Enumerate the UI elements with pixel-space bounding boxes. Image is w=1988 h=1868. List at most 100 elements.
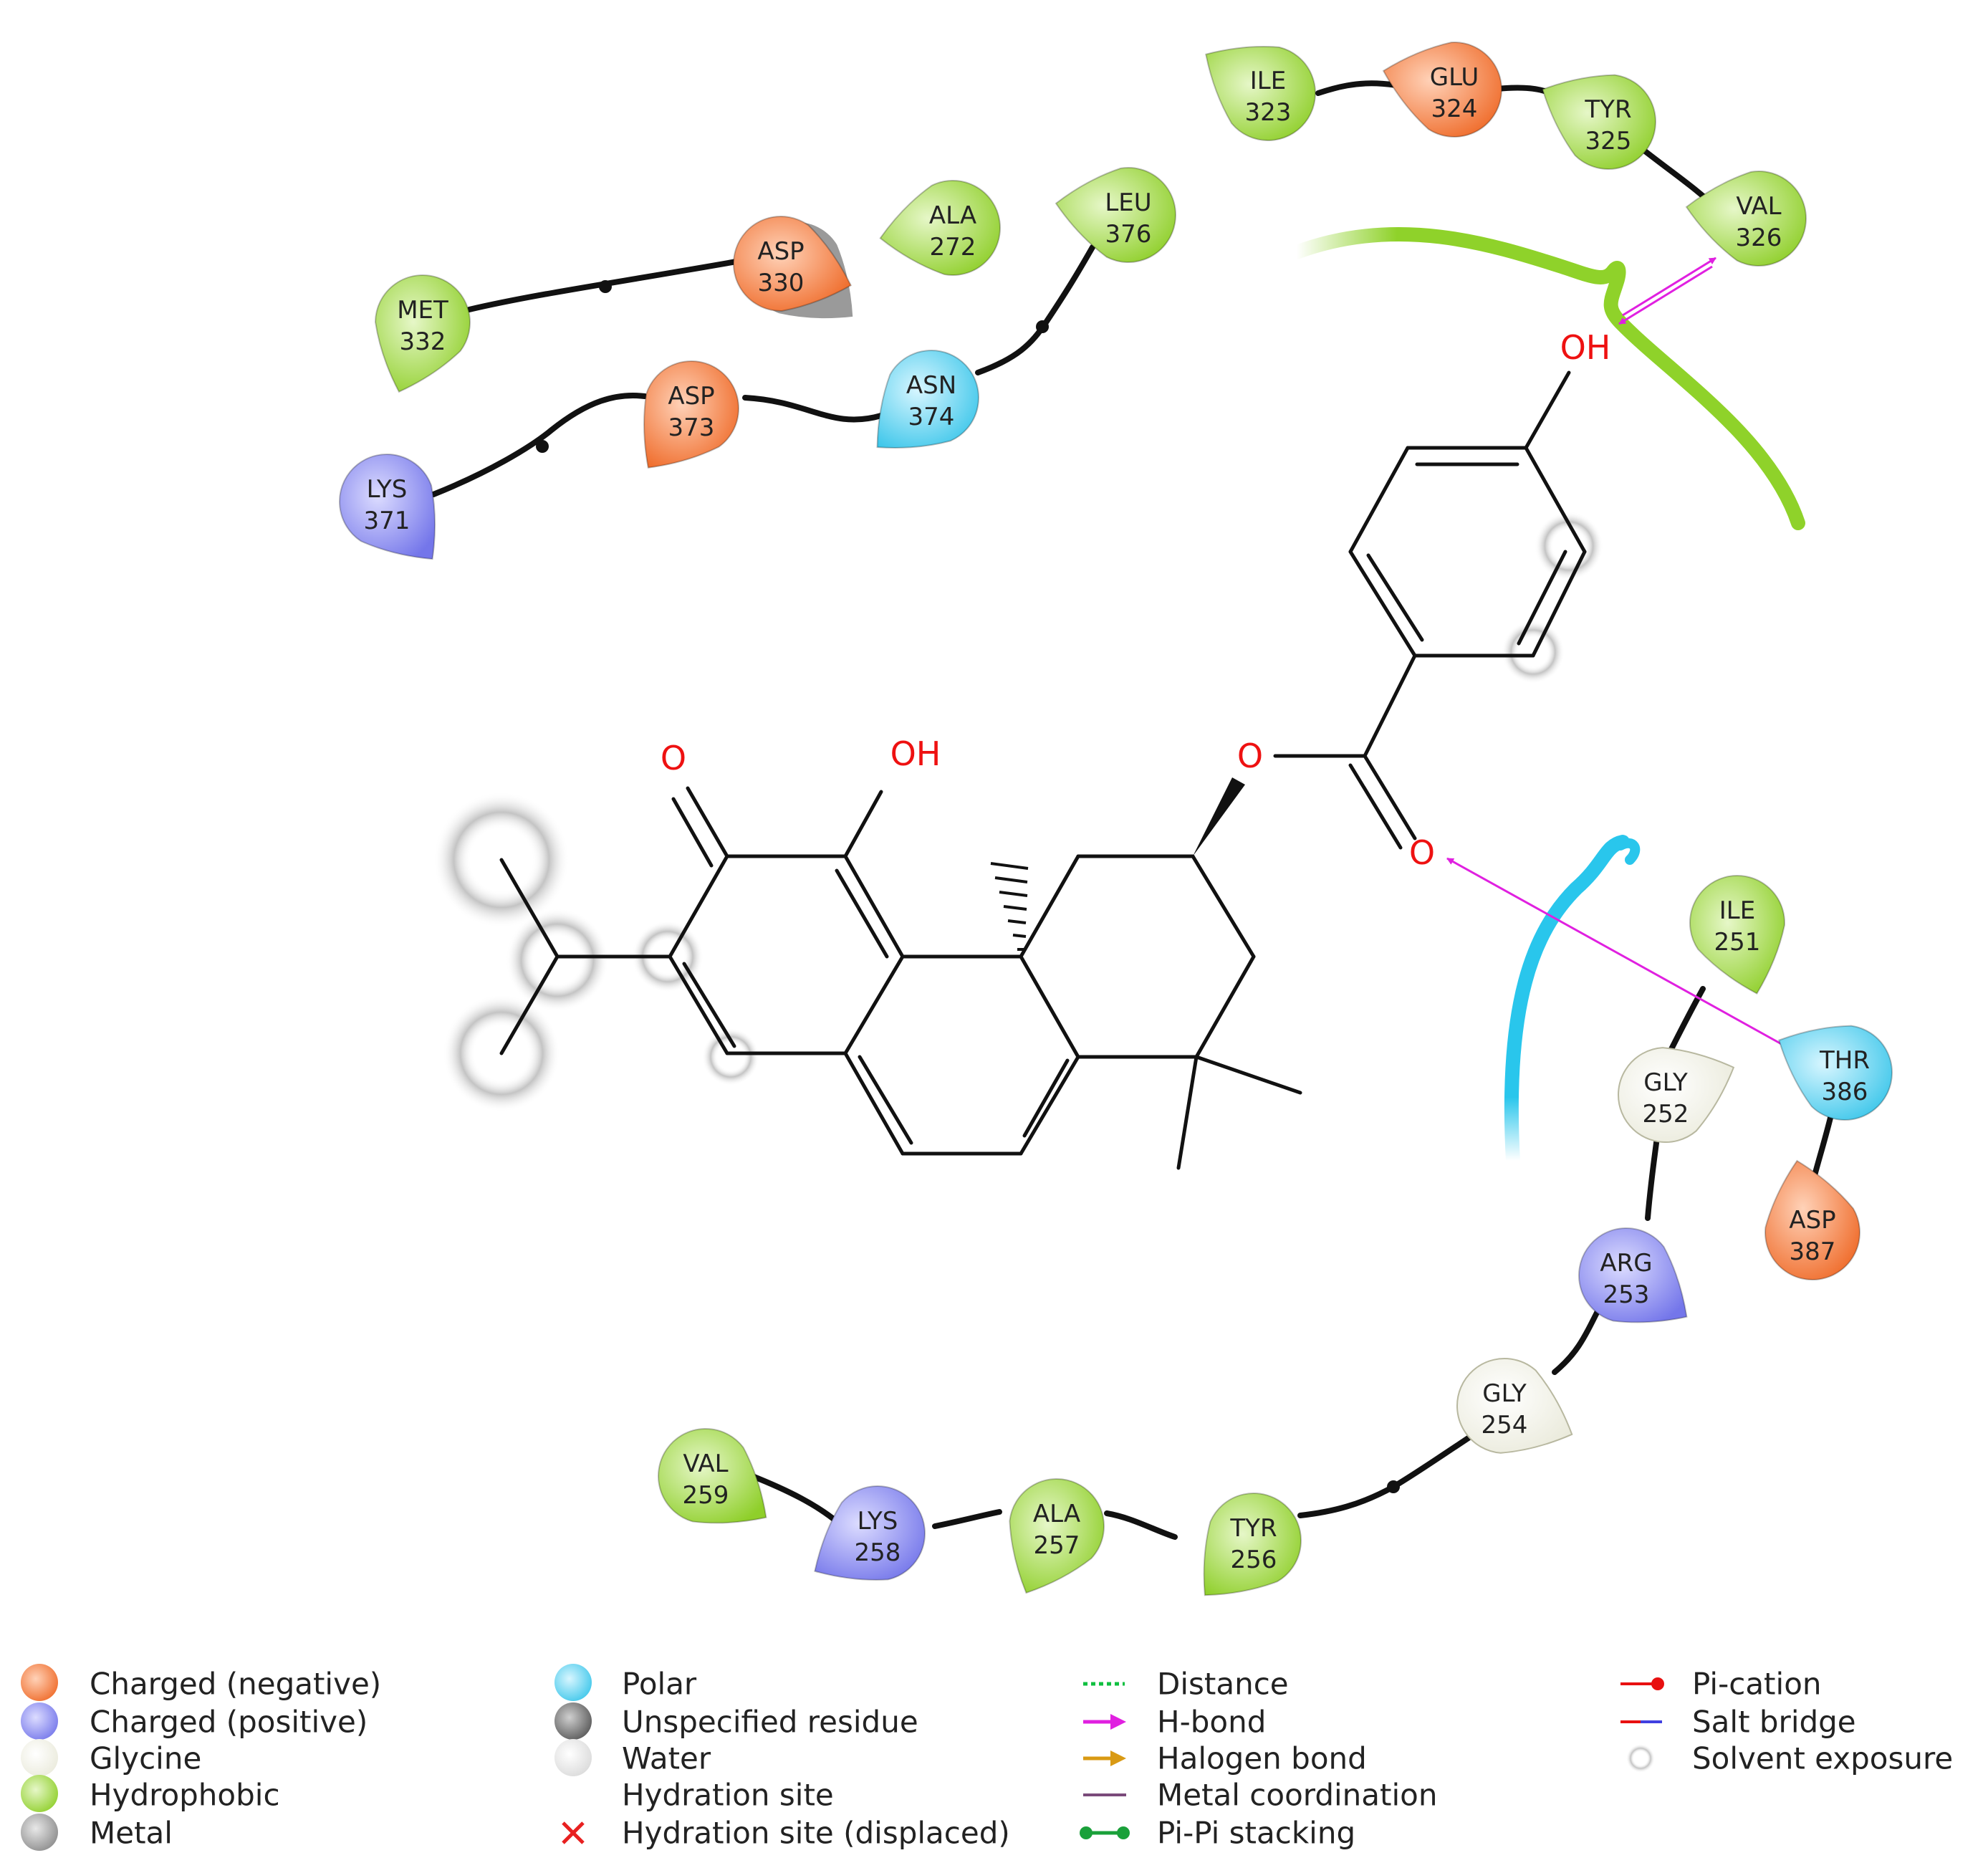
residue-shape bbox=[1578, 1227, 1688, 1323]
residue-name: THR bbox=[1819, 1046, 1870, 1075]
atom-o-carbonyl: O bbox=[1409, 833, 1435, 872]
residue-number: 376 bbox=[1105, 220, 1152, 249]
residue-gly-252: GLY 252 bbox=[1618, 1047, 1735, 1143]
atom-o-ketone: O bbox=[661, 739, 686, 777]
legend-item-glycine: Glycine bbox=[90, 1741, 201, 1776]
residue-name: ALA bbox=[929, 201, 976, 230]
residue-name: ALA bbox=[1033, 1500, 1080, 1528]
residue-val-326: VAL 326 bbox=[1685, 171, 1807, 267]
legend: Charged (negative) Charged (positive) Gl… bbox=[21, 1664, 1953, 1851]
residue-number: 254 bbox=[1482, 1411, 1528, 1440]
legend-item-pi-cation: Pi-cation bbox=[1692, 1667, 1822, 1702]
residue-number: 257 bbox=[1034, 1531, 1080, 1560]
residue-name: LYS bbox=[858, 1507, 898, 1536]
residue-name: VAL bbox=[683, 1450, 728, 1478]
legend-item-salt-bridge: Salt bridge bbox=[1692, 1705, 1856, 1740]
legend-swatch-halogen bbox=[1083, 1750, 1126, 1766]
atom-labels: O OH OH O O bbox=[661, 328, 1611, 872]
solvent-exposure-halos bbox=[433, 512, 1603, 1112]
residue-name: GLY bbox=[1643, 1068, 1688, 1097]
legend-item-metal-coordination: Metal coordination bbox=[1157, 1778, 1437, 1813]
legend-swatch-glycine bbox=[21, 1739, 58, 1776]
residue-name: GLU bbox=[1430, 63, 1479, 92]
legend-item-metal: Metal bbox=[90, 1816, 173, 1851]
legend-swatch-pi-pi bbox=[1080, 1826, 1130, 1839]
residue-number: 252 bbox=[1643, 1100, 1689, 1129]
backbone-chains bbox=[431, 80, 1833, 1540]
residue-ala-257: ALA 257 bbox=[1009, 1478, 1105, 1594]
legend-item-negative: Charged (negative) bbox=[90, 1667, 381, 1702]
residue-shape bbox=[1685, 171, 1807, 267]
residue-shape bbox=[1618, 1047, 1735, 1143]
legend-swatch-hydrophobic bbox=[21, 1775, 58, 1812]
residue-number: 387 bbox=[1790, 1237, 1836, 1266]
residue-number: 326 bbox=[1736, 224, 1782, 252]
residue-number: 323 bbox=[1245, 98, 1292, 127]
residue-name: VAL bbox=[1736, 192, 1781, 221]
legend-item-solvent-exposure: Solvent exposure bbox=[1692, 1741, 1953, 1776]
residue-shape bbox=[658, 1427, 767, 1524]
legend-swatch-pi-cation bbox=[1620, 1677, 1664, 1690]
residue-number: 253 bbox=[1603, 1280, 1650, 1309]
residue-name: ILE bbox=[1250, 67, 1286, 95]
legend-item-distance: Distance bbox=[1157, 1667, 1289, 1702]
legend-item-pi-pi: Pi-Pi stacking bbox=[1157, 1816, 1355, 1851]
legend-swatch-hydration-displaced-icon bbox=[562, 1821, 585, 1844]
residue-number: 374 bbox=[908, 403, 955, 431]
legend-item-water: Water bbox=[622, 1741, 711, 1776]
legend-item-positive: Charged (positive) bbox=[90, 1705, 368, 1740]
residue-name: ASP bbox=[1789, 1206, 1835, 1235]
residue-thr-386: THR 386 bbox=[1778, 1025, 1893, 1121]
legend-swatch-metal bbox=[21, 1814, 58, 1851]
residue-shape bbox=[733, 216, 853, 312]
residue-shape bbox=[814, 1485, 926, 1581]
residue-shape bbox=[643, 360, 739, 469]
atom-oh-phenol: OH bbox=[1560, 328, 1611, 367]
residue-name: ASN bbox=[906, 371, 956, 400]
residue-number: 324 bbox=[1431, 95, 1478, 123]
legend-item-hydration-site: Hydration site bbox=[622, 1778, 834, 1813]
residue-name: ASP bbox=[668, 382, 714, 411]
atom-o-ester: O bbox=[1237, 737, 1263, 775]
legend-swatch-polar bbox=[554, 1664, 592, 1701]
legend-item-hydrophobic: Hydrophobic bbox=[90, 1778, 280, 1813]
residue-number: 332 bbox=[400, 327, 446, 356]
legend-swatch-positive bbox=[21, 1702, 58, 1740]
legend-item-hydration-displaced: Hydration site (displaced) bbox=[622, 1816, 1010, 1851]
residue-shape bbox=[1203, 1493, 1302, 1596]
legend-swatch-solvent-exposure bbox=[1626, 1744, 1655, 1773]
residue-shape bbox=[876, 350, 979, 449]
residue-name: TYR bbox=[1229, 1514, 1277, 1543]
legend-swatch-water bbox=[554, 1739, 592, 1776]
residue-number: 256 bbox=[1231, 1546, 1277, 1574]
residue-gly-254: GLY 254 bbox=[1456, 1357, 1573, 1454]
residue-shape bbox=[1456, 1357, 1573, 1454]
atom-oh-hydroxyl: OH bbox=[890, 734, 941, 773]
residue-tyr-256: TYR 256 bbox=[1203, 1493, 1302, 1596]
residue-shape bbox=[1382, 42, 1502, 138]
ligand-structure bbox=[499, 370, 1587, 1170]
residue-name: GLY bbox=[1482, 1379, 1527, 1408]
legend-item-polar: Polar bbox=[622, 1667, 697, 1702]
hbond-arrows bbox=[1446, 257, 1799, 1055]
residue-shape bbox=[339, 454, 436, 560]
residue-name: ILE bbox=[1719, 896, 1755, 925]
residue-shape bbox=[1689, 875, 1785, 995]
residue-number: 258 bbox=[855, 1538, 901, 1567]
residue-number: 386 bbox=[1822, 1078, 1868, 1106]
pocket-surface-polar-tip bbox=[1615, 838, 1641, 865]
residue-number: 325 bbox=[1585, 127, 1632, 155]
residue-shape bbox=[1764, 1159, 1860, 1280]
residue-shape bbox=[1055, 167, 1176, 263]
pocket-surface-polar bbox=[1504, 835, 1630, 1168]
